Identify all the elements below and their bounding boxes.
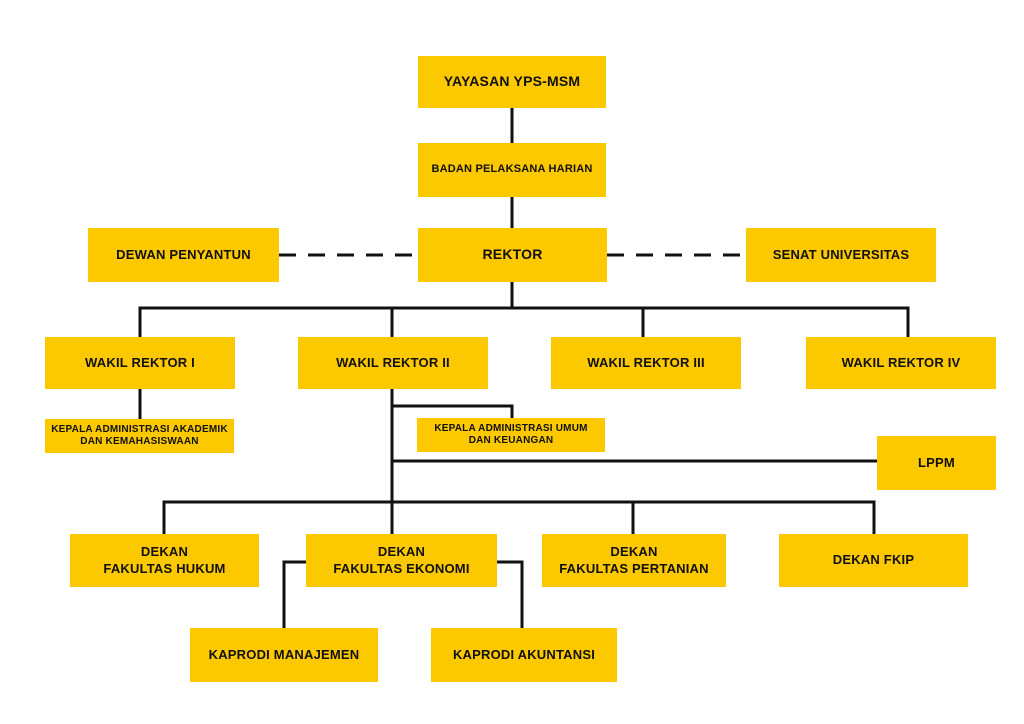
kepala-administrasi-umum-line1: KEPALA ADMINISTRASI UMUM [434,422,588,434]
dekan-fakultas-ekonomi-line1: DEKAN [377,544,426,560]
wakil-rektor-3-box: WAKIL REKTOR III [551,337,741,389]
wakil-rektor-2-label: WAKIL REKTOR II [336,354,450,370]
kaprodi-akuntansi-label: KAPRODI AKUNTANSI [452,646,596,662]
kaprodi-akuntansi-box: KAPRODI AKUNTANSI [431,628,617,682]
dekan-fkip-label: DEKAN FKIP [832,552,915,568]
yayasan-box: YAYASAN YPS-MSM [418,56,606,108]
dekan-fakultas-pertanian-box: DEKAN FAKULTAS PERTANIAN [542,534,726,587]
dewan-penyantun-label: DEWAN PENYANTUN [116,246,251,262]
dekan-fakultas-ekonomi-box: DEKAN FAKULTAS EKONOMI [306,534,497,587]
wakil-rektor-1-label: WAKIL REKTOR I [85,354,195,370]
kepala-administrasi-akademik-line2: DAN KEMAHASISWAAN [80,436,199,447]
dewan-penyantun-box: DEWAN PENYANTUN [88,228,279,282]
kaprodi-manajemen-label: KAPRODI MANAJEMEN [208,646,360,662]
badan-pelaksana-harian-label: BADAN PELAKSANA HARIAN [431,163,593,176]
dekan-fakultas-hukum-line2: FAKULTAS HUKUM [103,560,226,576]
wakil-rektor-2-box: WAKIL REKTOR II [298,337,488,389]
connector-ekonomi-akuntansi [495,560,524,630]
wakil-rektor-1-box: WAKIL REKTOR I [45,337,235,389]
dekan-fkip-box: DEKAN FKIP [779,534,968,587]
kepala-administrasi-akademik-box: KEPALA ADMINISTRASI AKADEMIK DAN KEMAHAS… [45,419,234,453]
dekan-fakultas-pertanian-line2: FAKULTAS PERTANIAN [559,560,709,576]
dekan-fakultas-hukum-line1: DEKAN [140,544,189,560]
lppm-box: LPPM [877,436,996,490]
dekan-fakultas-hukum-box: DEKAN FAKULTAS HUKUM [70,534,259,587]
rektor-label: REKTOR [482,246,543,263]
senat-universitas-label: SENAT UNIVERSITAS [772,246,910,262]
senat-universitas-box: SENAT UNIVERSITAS [746,228,936,282]
wakil-rektor-4-box: WAKIL REKTOR IV [806,337,996,389]
kepala-administrasi-umum-box: KEPALA ADMINISTRASI UMUM DAN KEUANGAN [417,418,605,452]
wakil-rektor-4-label: WAKIL REKTOR IV [841,354,961,370]
kaprodi-manajemen-box: KAPRODI MANAJEMEN [190,628,378,682]
rektor-box: REKTOR [418,228,607,282]
connector-ekonomi-manajemen [282,560,308,630]
wakil-rektor-3-label: WAKIL REKTOR III [587,354,705,370]
lppm-label: LPPM [918,454,955,470]
yayasan-label: YAYASAN YPS-MSM [443,73,581,90]
dekan-fakultas-pertanian-line1: DEKAN [610,544,658,560]
dekan-fakultas-ekonomi-line2: FAKULTAS EKONOMI [333,560,470,576]
kepala-administrasi-umum-line2: DAN KEUANGAN [468,435,554,446]
badan-pelaksana-harian-box: BADAN PELAKSANA HARIAN [418,143,606,197]
kepala-administrasi-akademik-line1: KEPALA ADMINISTRASI AKADEMIK [51,423,228,435]
